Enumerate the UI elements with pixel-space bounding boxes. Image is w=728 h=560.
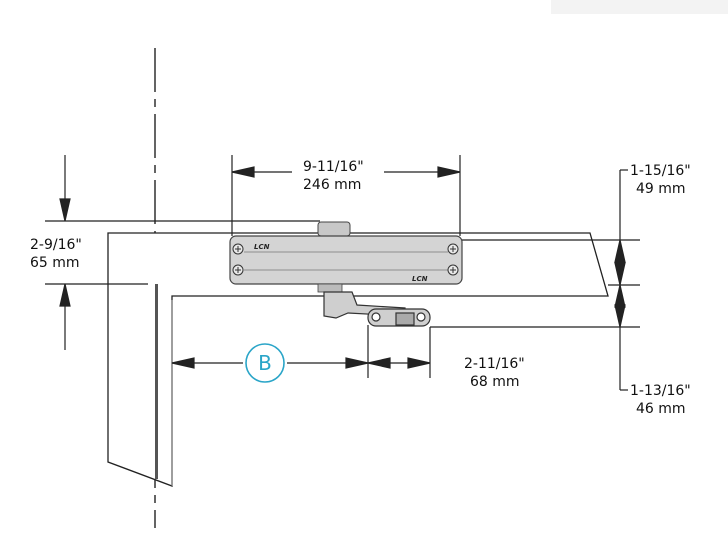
dim-closer-width: [231, 155, 461, 236]
dim-arm-offset-inches: 2-11/16": [464, 356, 525, 372]
dim-frame-height-inches: 2-9/16": [30, 237, 82, 253]
callout-b: B: [245, 343, 285, 383]
screw-icon: [232, 264, 244, 276]
screw-icon-group: [232, 243, 459, 276]
top-right-bar: [551, 0, 728, 14]
dim-frame-height-mm: 65 mm: [30, 255, 80, 271]
dim-arm-drop-inches: 1-13/16": [630, 383, 691, 399]
dim-closer-height: [430, 169, 640, 391]
dim-frame-height: [45, 155, 320, 350]
dim-closer-height-inches: 1-15/16": [630, 163, 691, 179]
hinge-shading: [155, 284, 158, 479]
closer-logo-left: LCN: [254, 243, 270, 251]
dim-width-inches: 9-11/16": [303, 159, 364, 175]
dim-arm-drop-mm: 46 mm: [636, 401, 686, 417]
dim-width-mm: 246 mm: [303, 177, 361, 193]
dim-arm-offset-mm: 68 mm: [470, 374, 520, 390]
screw-icon: [447, 243, 459, 255]
closer-body: [229, 221, 463, 293]
callout-b-label: B: [258, 351, 272, 375]
closer-arm: [323, 291, 431, 327]
closer-logo-right: LCN: [412, 275, 428, 283]
screw-icon: [232, 243, 244, 255]
screw-icon: [447, 264, 459, 276]
dim-closer-height-mm: 49 mm: [636, 181, 686, 197]
dim-b-and-arm-offset: [171, 325, 431, 378]
